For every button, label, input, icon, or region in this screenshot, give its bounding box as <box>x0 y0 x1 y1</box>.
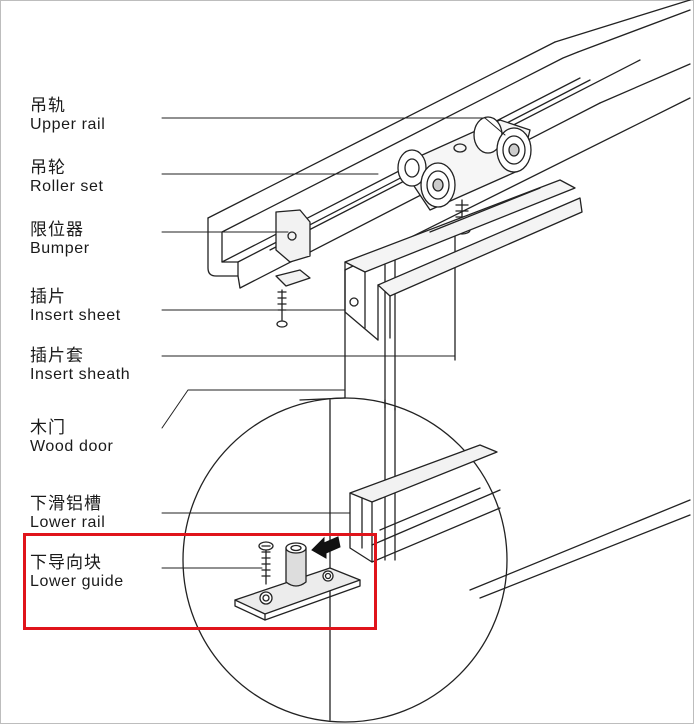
door-detail <box>329 399 691 721</box>
roller-set-shape <box>397 116 532 235</box>
label-lower-rail: 下滑铝槽 Lower rail <box>30 494 105 532</box>
label-bumper: 限位器 Bumper <box>30 220 90 258</box>
label-roller-set: 吊轮 Roller set <box>30 158 104 196</box>
label-upper-rail: 吊轨 Upper rail <box>30 96 105 134</box>
insertion-arrow <box>311 536 341 559</box>
label-lower-guide-en: Lower guide <box>30 572 124 590</box>
label-roller-set-en: Roller set <box>30 177 104 195</box>
label-insert-sheath-zh: 插片套 <box>30 346 84 365</box>
label-lower-rail-zh: 下滑铝槽 <box>30 494 102 513</box>
label-insert-sheath-en: Insert sheath <box>30 365 131 383</box>
bumper-shape <box>275 209 311 328</box>
label-bumper-en: Bumper <box>30 239 90 257</box>
lower-guide-shape <box>234 541 361 621</box>
label-bumper-zh: 限位器 <box>30 220 84 239</box>
label-wood-door-zh: 木门 <box>30 418 66 437</box>
label-insert-sheet: 插片 Insert sheet <box>30 287 121 325</box>
label-insert-sheath: 插片套 Insert sheath <box>30 346 130 384</box>
lower-rail-shape <box>349 444 501 563</box>
lower-guide-highlight-box <box>23 533 377 630</box>
insert-sheath-shape <box>344 179 583 341</box>
label-lower-guide: 下导向块 Lower guide <box>30 553 124 591</box>
magnifier-link <box>299 397 346 401</box>
label-roller-set-zh: 吊轮 <box>30 158 66 177</box>
label-upper-rail-zh: 吊轨 <box>30 96 66 115</box>
leader-lines <box>161 117 506 569</box>
label-lower-guide-zh: 下导向块 <box>30 553 102 572</box>
label-insert-sheet-en: Insert sheet <box>30 306 121 324</box>
label-lower-rail-en: Lower rail <box>30 513 106 531</box>
label-wood-door-en: Wood door <box>30 437 114 455</box>
label-upper-rail-en: Upper rail <box>30 115 106 133</box>
label-insert-sheet-zh: 插片 <box>30 287 66 306</box>
label-wood-door: 木门 Wood door <box>30 418 113 456</box>
